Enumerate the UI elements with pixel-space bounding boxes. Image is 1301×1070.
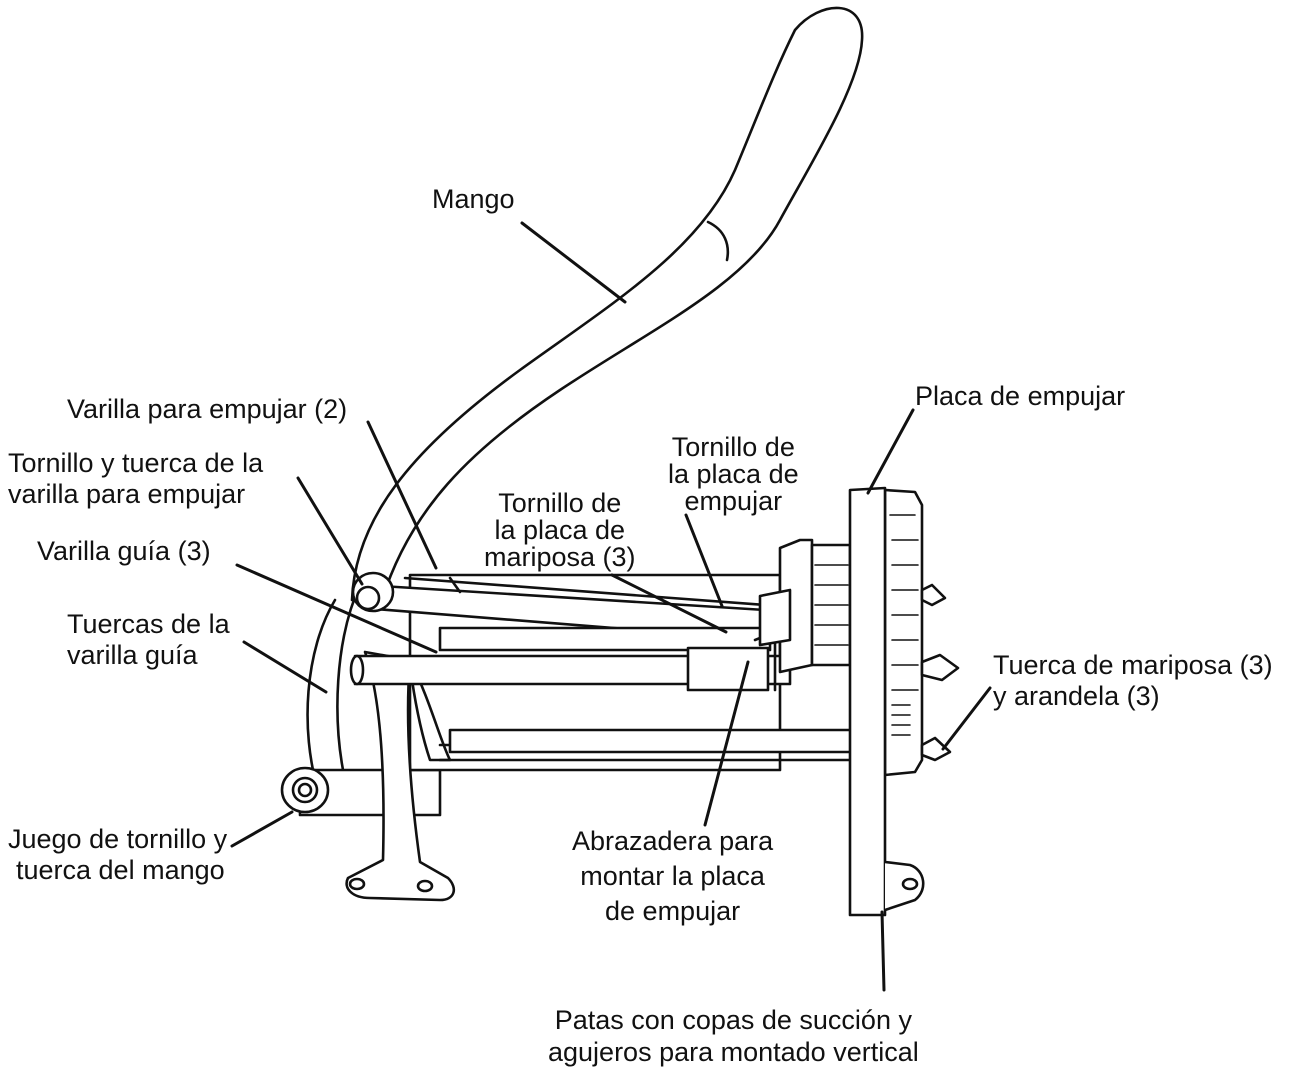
leader-placa-empujar — [866, 408, 915, 495]
label-juego-tornillo-mango: Juego de tornillo y tuerca del mango — [8, 824, 228, 885]
leader-abrazadera — [703, 660, 750, 827]
leader-varilla-empujar — [366, 420, 438, 570]
guide-rods — [349, 626, 862, 754]
label-patas: Patas con copas de succión y agujeros pa… — [548, 1005, 919, 1067]
leader-juego-mango — [230, 810, 294, 848]
label-tuerca-mariposa: Tuerca de mariposa (3) y arandela (3) — [993, 650, 1273, 711]
leader-tuerca-mariposa — [941, 686, 992, 751]
blade-housing — [883, 488, 924, 777]
pusher-head — [758, 538, 852, 674]
leader-tuercas-guia — [242, 640, 328, 694]
leader-tornillo-mariposa — [610, 573, 728, 634]
leader-varilla-guia — [235, 563, 438, 654]
leader-mango — [520, 221, 627, 304]
wing-nuts — [920, 583, 960, 762]
label-tuercas-varilla-guia: Tuercas de la varilla guía — [67, 609, 230, 670]
left-leg — [345, 650, 456, 902]
label-varilla-empujar: Varilla para empujar (2) — [67, 394, 348, 424]
label-abrazadera: Abrazadera para montar la placa de empuj… — [572, 826, 774, 926]
leader-tornillo-varilla — [296, 476, 364, 586]
push-rod-bolt — [351, 571, 395, 613]
leader-lines — [230, 221, 992, 992]
leader-tornillo-empujar — [684, 513, 724, 608]
handle — [350, 6, 864, 602]
label-tornillo-placa-empujar: Tornillo de la placa de empujar — [668, 432, 799, 516]
label-tornillo-placa-mariposa: Tornillo de la placa de mariposa (3) — [484, 488, 636, 572]
label-varilla-guia: Varilla guía (3) — [37, 536, 211, 566]
label-mango: Mango — [432, 184, 515, 214]
front-plate — [848, 486, 925, 917]
label-tornillo-varilla: Tornillo y tuerca de la varilla para emp… — [8, 448, 264, 509]
handle-bolt — [280, 766, 330, 814]
leader-patas — [880, 910, 886, 992]
label-placa-empujar: Placa de empujar — [915, 381, 1126, 411]
